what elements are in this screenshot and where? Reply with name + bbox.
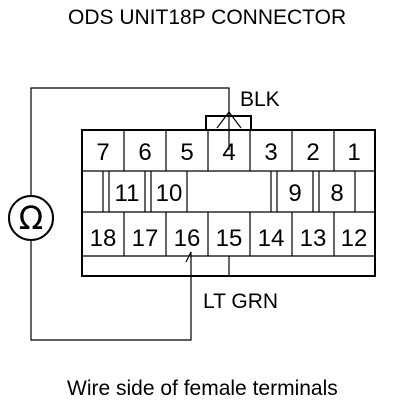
wire-color-blk-label: BLK bbox=[240, 88, 280, 111]
pin-1: 1 bbox=[347, 139, 360, 166]
pin-3: 3 bbox=[264, 139, 277, 166]
pin-17: 17 bbox=[132, 225, 159, 252]
test-lead-blk bbox=[30, 87, 230, 196]
pin-9: 9 bbox=[288, 180, 301, 207]
view-caption: Wire side of female terminals bbox=[67, 377, 338, 400]
diagram-title: ODS UNIT18P CONNECTOR bbox=[68, 6, 347, 29]
pin-8: 8 bbox=[330, 180, 343, 207]
pin-10: 10 bbox=[156, 180, 183, 207]
pin-4: 4 bbox=[222, 139, 235, 166]
pin-11: 11 bbox=[115, 180, 140, 207]
ohm-symbol: Ω bbox=[19, 199, 43, 237]
pin-2: 2 bbox=[306, 139, 319, 166]
ohmmeter-icon: Ω bbox=[8, 195, 54, 241]
wire-color-lt-grn-label: LT GRN bbox=[203, 290, 279, 313]
pin-12: 12 bbox=[341, 225, 368, 252]
pin-7: 7 bbox=[96, 139, 109, 166]
pin-13: 13 bbox=[300, 225, 327, 252]
pin-6: 6 bbox=[138, 139, 151, 166]
pin-15: 15 bbox=[216, 225, 243, 252]
pin-5: 5 bbox=[180, 139, 193, 166]
test-lead-lt-grn bbox=[30, 240, 192, 341]
pin-14: 14 bbox=[258, 225, 285, 252]
pin-16: 16 bbox=[174, 225, 201, 252]
pin-18: 18 bbox=[90, 225, 117, 252]
